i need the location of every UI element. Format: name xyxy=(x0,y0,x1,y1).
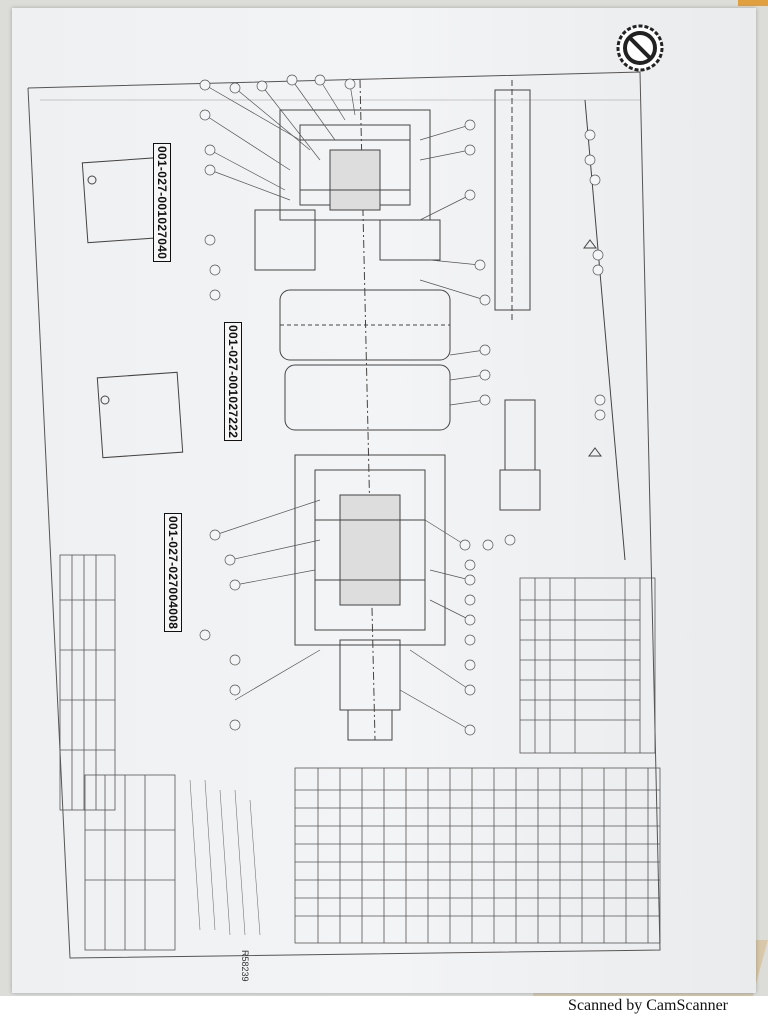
no-entry-sign-icon xyxy=(616,24,664,72)
drawing-number: R58239 xyxy=(240,950,250,982)
scanner-label: Scanned by CamScanner xyxy=(568,997,728,1014)
corner-tab xyxy=(738,0,768,6)
mounting-view-lower xyxy=(96,371,184,459)
bill-of-material-table-1 xyxy=(519,577,656,754)
drawing-border xyxy=(27,71,661,959)
part-number-callout: 001-027-001027040 xyxy=(153,143,171,263)
upper-bearing-housing xyxy=(279,109,431,221)
part-number-callout: 001-027-001027222 xyxy=(224,322,242,442)
feed-roll-lower xyxy=(284,364,451,431)
bill-of-material-table-2 xyxy=(294,767,661,944)
title-block xyxy=(59,554,176,951)
lower-bearing-housing xyxy=(294,454,446,646)
part-number-callout: 001-027-027004008 xyxy=(164,513,182,633)
engineering-drawing xyxy=(27,24,664,959)
scanner-footer: Scanned by CamScanner xyxy=(0,996,768,1024)
